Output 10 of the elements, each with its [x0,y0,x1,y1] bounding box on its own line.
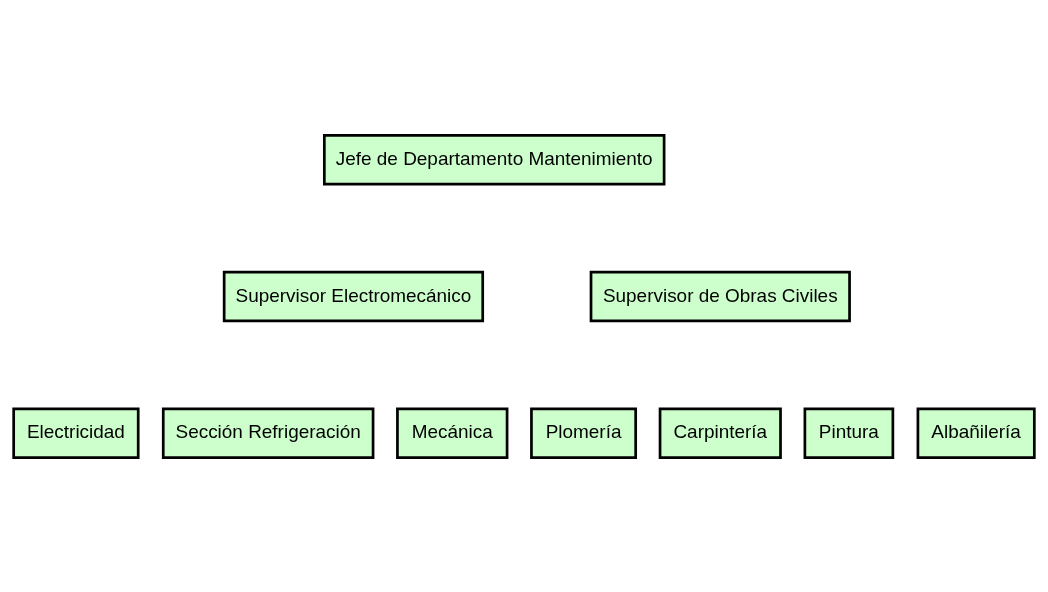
node-box: Electricidad [12,407,140,459]
node-box: Plomería [530,407,638,459]
node-box: Sección Refrigeración [161,407,375,459]
node-box: Albañilería [916,407,1036,459]
node-box: Carpintería [658,407,782,459]
node-box: Pintura [803,407,895,459]
node-box: Mecánica [396,407,509,459]
node-box: Jefe de Departamento Mantenimiento [323,133,666,185]
node-box: Supervisor Electromecánico [222,270,485,322]
node-box: Supervisor de Obras Civiles [589,270,851,322]
